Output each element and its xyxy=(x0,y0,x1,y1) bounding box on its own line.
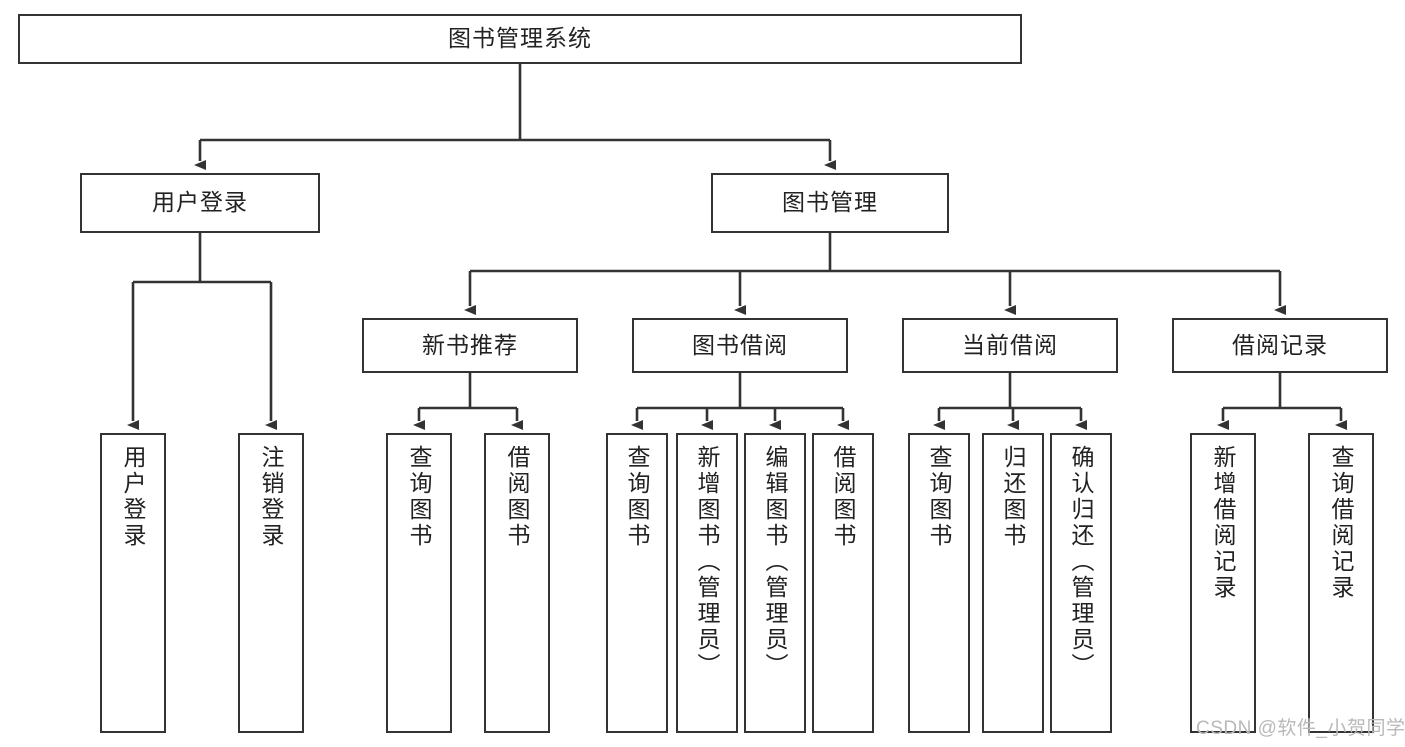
node-user-login[interactable]: 用户登录 xyxy=(80,173,320,233)
node-leaf-query-borrow-record-label: 查询借阅记录 xyxy=(1328,445,1355,601)
node-leaf-add-borrow-record-label: 新增借阅记录 xyxy=(1210,445,1237,601)
node-borrow-records[interactable]: 借阅记录 xyxy=(1172,318,1388,373)
node-book-borrow[interactable]: 图书借阅 xyxy=(632,318,848,373)
node-leaf-query-book-1[interactable]: 查询图书 xyxy=(386,433,452,733)
node-leaf-confirm-return-label: 确认归还（管理员） xyxy=(1068,445,1095,679)
node-current-borrow[interactable]: 当前借阅 xyxy=(902,318,1118,373)
node-leaf-user-login-label: 用户登录 xyxy=(120,445,147,549)
node-leaf-borrow-book-2[interactable]: 借阅图书 xyxy=(812,433,874,733)
csdn-watermark: CSDN @软件_小贺同学 xyxy=(1196,718,1405,739)
node-new-book-recommend-label: 新书推荐 xyxy=(422,331,518,358)
node-book-management[interactable]: 图书管理 xyxy=(711,173,949,233)
node-leaf-user-login[interactable]: 用户登录 xyxy=(100,433,166,733)
node-leaf-add-book[interactable]: 新增图书（管理员） xyxy=(676,433,738,733)
node-leaf-query-book-2[interactable]: 查询图书 xyxy=(606,433,668,733)
node-leaf-query-book-3[interactable]: 查询图书 xyxy=(908,433,970,733)
node-leaf-query-book-1-label: 查询图书 xyxy=(406,445,433,549)
node-leaf-edit-book-label: 编辑图书（管理员） xyxy=(762,445,789,679)
node-leaf-confirm-return[interactable]: 确认归还（管理员） xyxy=(1050,433,1112,733)
node-leaf-borrow-book-1-label: 借阅图书 xyxy=(504,445,531,549)
node-new-book-recommend[interactable]: 新书推荐 xyxy=(362,318,578,373)
node-leaf-add-book-label: 新增图书（管理员） xyxy=(694,445,721,679)
node-leaf-return-book-label: 归还图书 xyxy=(1000,445,1027,549)
node-borrow-records-label: 借阅记录 xyxy=(1232,331,1328,358)
node-leaf-logout-label: 注销登录 xyxy=(258,445,285,549)
node-leaf-add-borrow-record[interactable]: 新增借阅记录 xyxy=(1190,433,1256,733)
node-user-login-label: 用户登录 xyxy=(152,189,248,216)
node-leaf-edit-book[interactable]: 编辑图书（管理员） xyxy=(744,433,806,733)
node-book-management-label: 图书管理 xyxy=(782,189,878,216)
node-book-borrow-label: 图书借阅 xyxy=(692,331,788,358)
node-leaf-query-book-3-label: 查询图书 xyxy=(926,445,953,549)
node-leaf-borrow-book-2-label: 借阅图书 xyxy=(830,445,857,549)
node-leaf-query-borrow-record[interactable]: 查询借阅记录 xyxy=(1308,433,1374,733)
node-root-label: 图书管理系统 xyxy=(448,25,592,52)
node-leaf-return-book[interactable]: 归还图书 xyxy=(982,433,1044,733)
node-leaf-logout[interactable]: 注销登录 xyxy=(238,433,304,733)
node-leaf-borrow-book-1[interactable]: 借阅图书 xyxy=(484,433,550,733)
node-leaf-query-book-2-label: 查询图书 xyxy=(624,445,651,549)
node-current-borrow-label: 当前借阅 xyxy=(962,331,1058,358)
node-root-system[interactable]: 图书管理系统 xyxy=(18,14,1022,64)
